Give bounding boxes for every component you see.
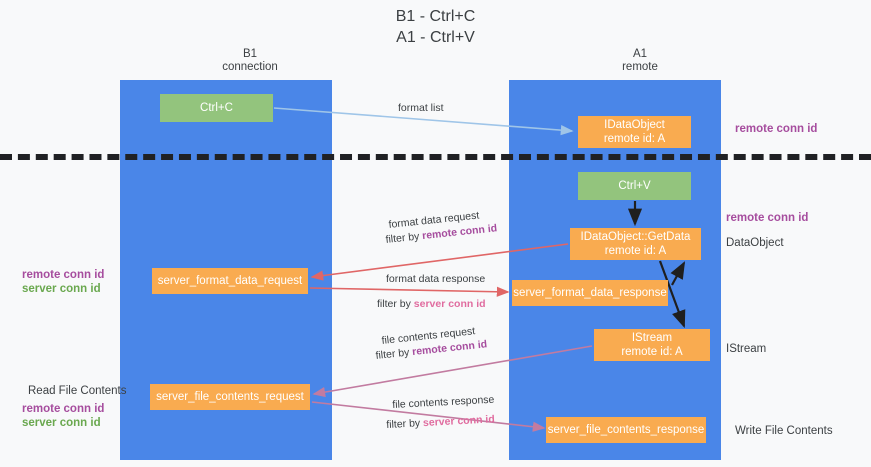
box-ctrl-c[interactable]: Ctrl+C: [160, 94, 273, 122]
label-format-list: format list: [398, 102, 444, 114]
filter-prefix: filter by: [375, 346, 413, 362]
label-left-conn-ids-2: remote conn id server conn id: [22, 402, 104, 430]
box-server-format-data-request[interactable]: server_format_data_request: [152, 268, 308, 294]
filter-key-server-conn-id: server conn id: [413, 298, 486, 310]
label-remote-conn-id-mid: remote conn id: [726, 212, 809, 224]
label-read-file-contents: Read File Contents: [28, 385, 127, 397]
box-server-format-data-response[interactable]: server_format_data_response: [512, 280, 668, 306]
column-header-a1: A1 remote: [622, 48, 658, 73]
filter-prefix: filter by: [385, 230, 423, 246]
label-remote-conn-id-top: remote conn id: [735, 123, 818, 135]
label-left-remote-conn-id-2: remote conn id: [22, 403, 105, 415]
box-server-file-contents-request[interactable]: server_file_contents_request: [150, 384, 310, 410]
label-left-remote-conn-id: remote conn id: [22, 269, 105, 281]
label-write-file-contents: Write File Contents: [735, 425, 833, 437]
filter-key-server-conn-id: server conn id: [422, 413, 496, 430]
box-server-file-contents-response[interactable]: server_file_contents_response: [546, 417, 706, 443]
label-istream: IStream: [726, 343, 767, 355]
label-format-data-response: format data response: [386, 273, 486, 285]
arrow-response-getdata: [670, 261, 686, 286]
arrow-format-data-request: [310, 243, 569, 281]
label-left-server-conn-id: server conn id: [22, 283, 101, 295]
box-istream[interactable]: IStream remote id: A: [594, 329, 710, 361]
box-idataobject[interactable]: IDataObject remote id: A: [578, 116, 691, 148]
label-format-data-response-filter: filter by server conn id: [377, 298, 486, 311]
label-left-server-conn-id-2: server conn id: [22, 417, 101, 429]
arrow-file-contents-request: [312, 345, 593, 398]
arrow-file-contents-response: [311, 401, 546, 432]
arrow-getdata-istream: [658, 260, 686, 329]
page-title: B1 - Ctrl+C A1 - Ctrl+V: [395, 8, 476, 46]
arrow-format-data-response: [309, 286, 510, 297]
arrow-format-list: [273, 107, 574, 136]
box-idataobject-getdata[interactable]: IDataObject::GetData remote id: A: [570, 228, 701, 260]
box-ctrl-v[interactable]: Ctrl+V: [578, 172, 691, 200]
label-dataobject: DataObject: [726, 237, 784, 249]
column-header-b1: B1 connection: [222, 48, 278, 73]
label-left-conn-ids: remote conn id server conn id: [22, 268, 104, 296]
filter-prefix: filter by: [386, 417, 424, 431]
section-divider: [0, 154, 871, 160]
filter-prefix: filter by: [377, 298, 414, 310]
